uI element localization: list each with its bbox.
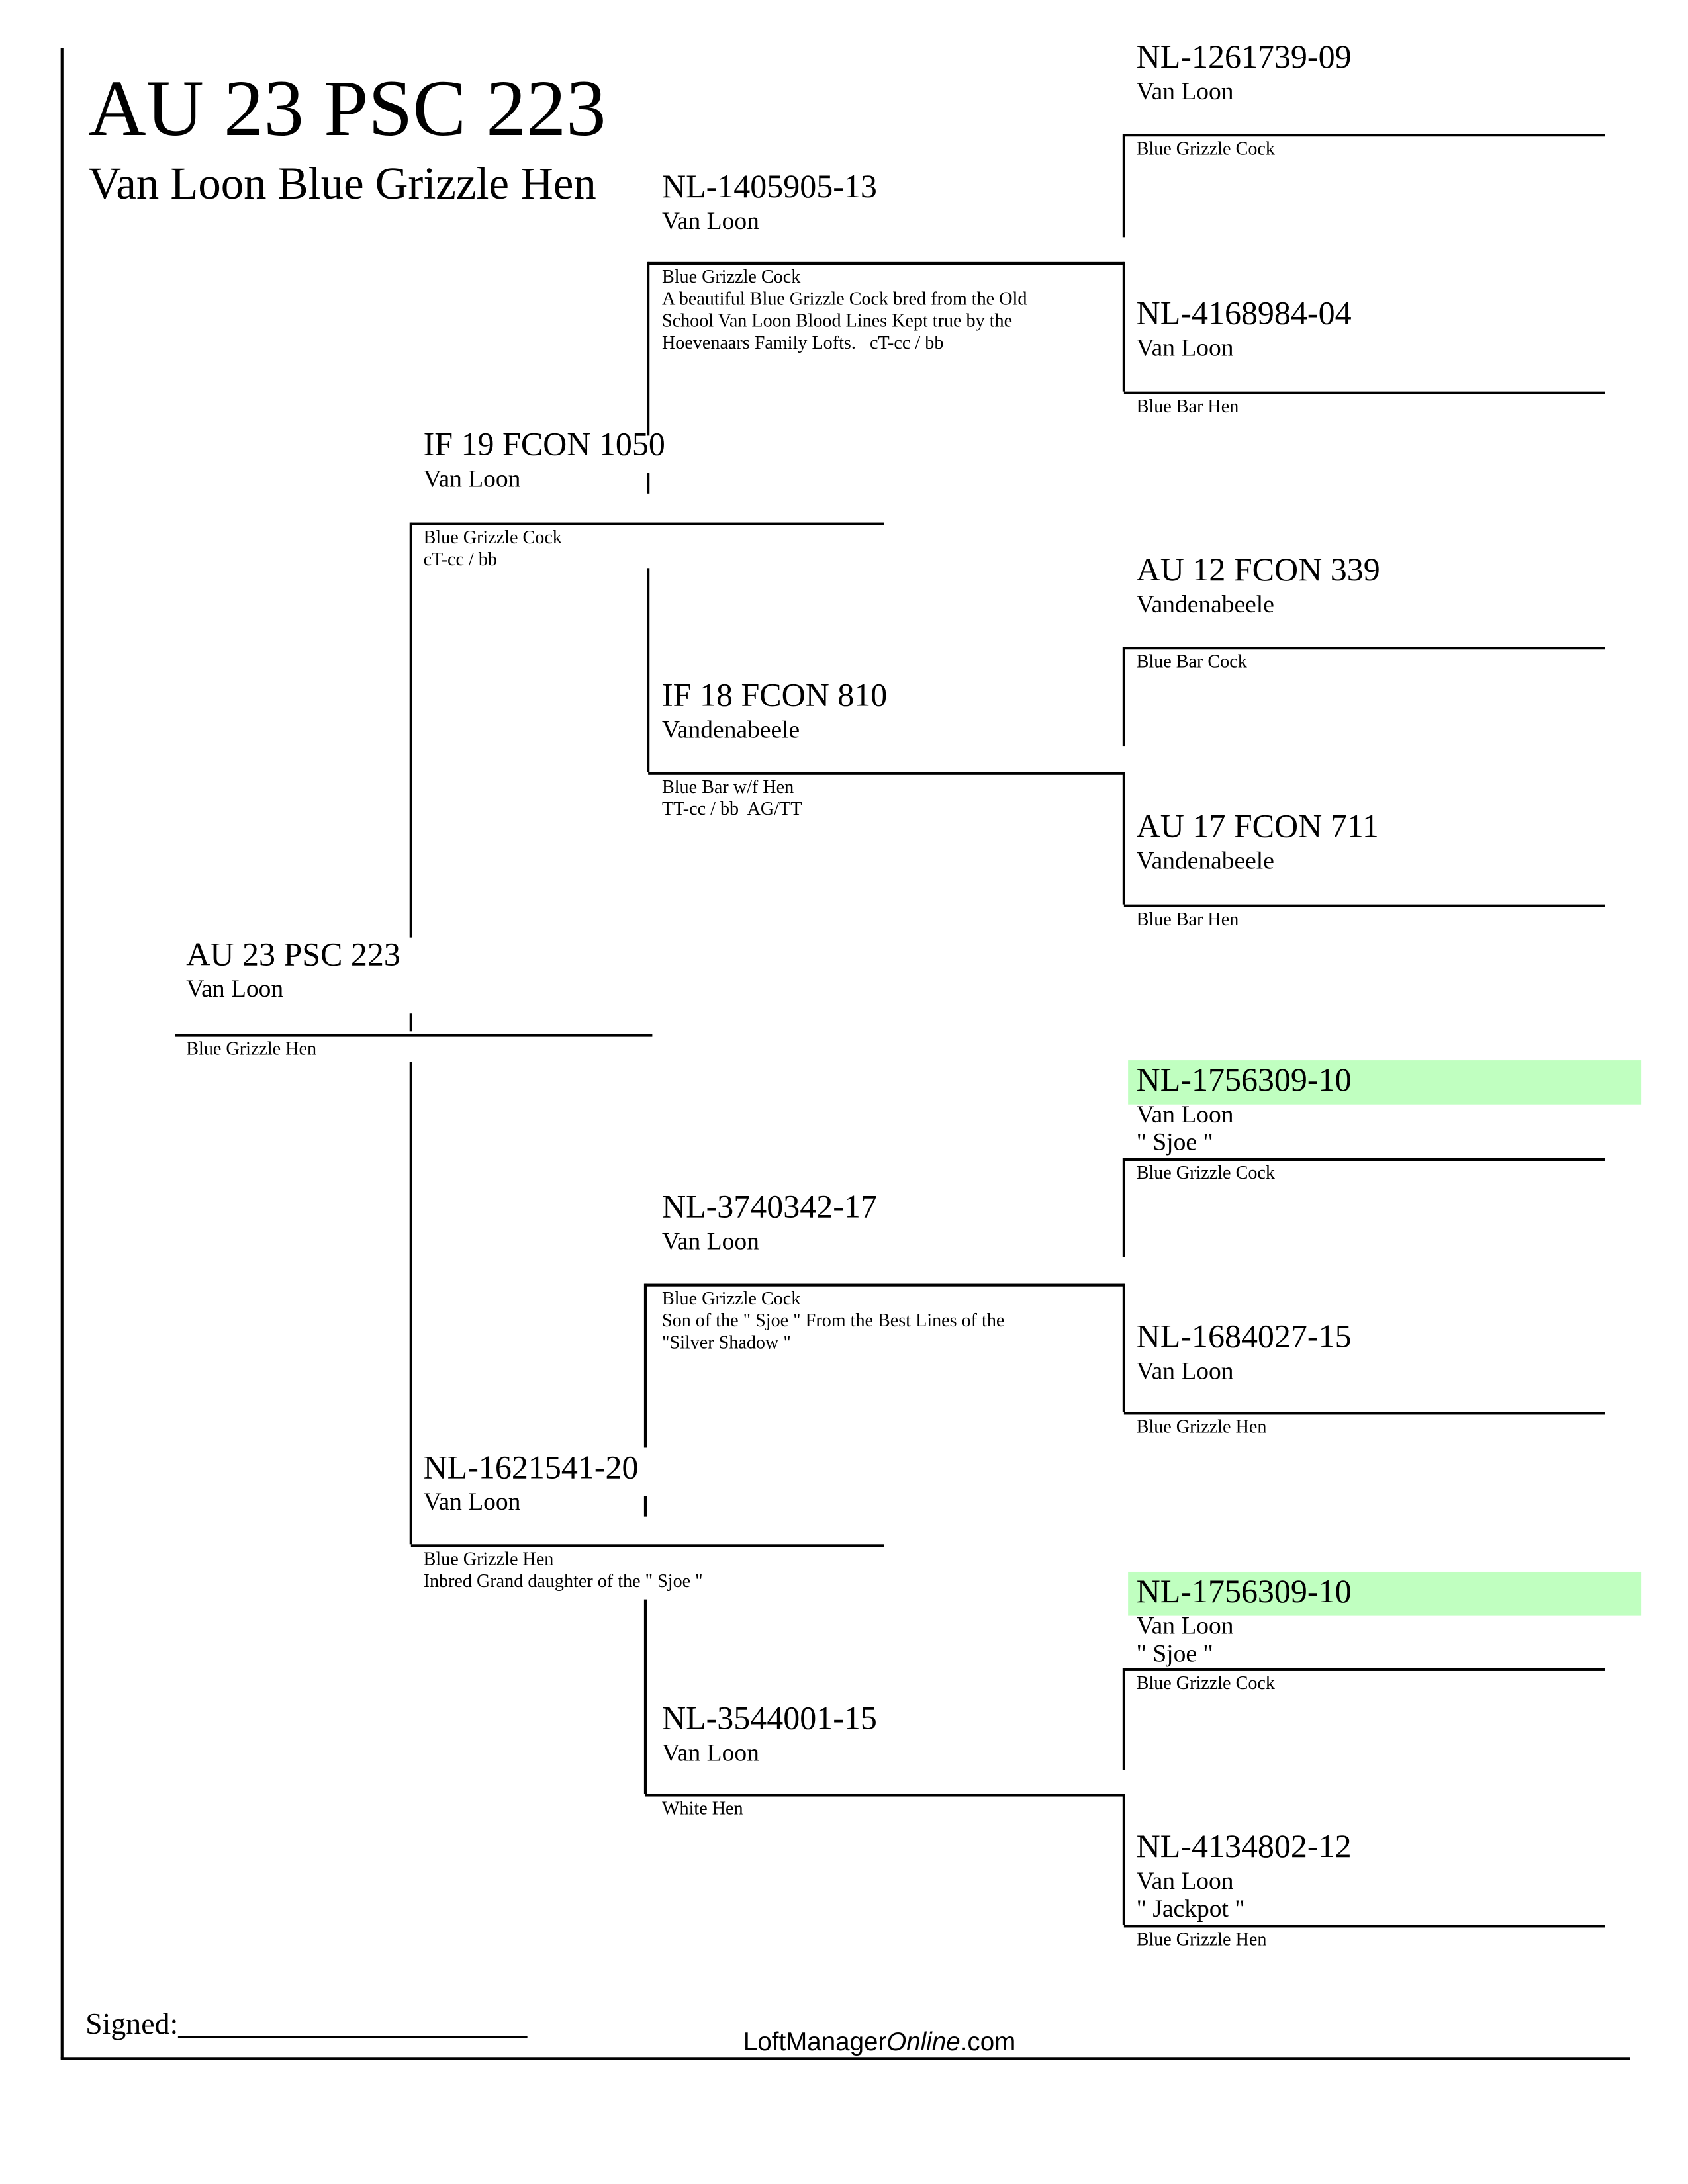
vertical-connector: [1122, 1283, 1125, 1412]
page-bottom-border: [60, 2057, 1630, 2060]
connector-line-sss: [1123, 134, 1605, 137]
breeder-name-ss: Van Loon: [661, 206, 759, 235]
nickname-dss: " Sjoe ": [1136, 1128, 1213, 1156]
breeder-name-sss: Van Loon: [1136, 77, 1234, 105]
ring-number-sire[interactable]: IF 19 FCON 1050: [423, 427, 665, 463]
connector-line-sds: [1123, 647, 1605, 650]
breeder-name-dd: Van Loon: [661, 1739, 759, 1766]
breeder-name-sds: Vandenabeele: [1136, 590, 1274, 618]
breeder-name-ddd: Van Loon: [1136, 1866, 1234, 1895]
page-subtitle: Van Loon Blue Grizzle Hen: [88, 159, 596, 210]
vertical-connector: [647, 261, 650, 436]
brand-suffix: .com: [960, 2026, 1016, 2056]
signature-line: Signed:_______________________: [85, 2006, 528, 2041]
ring-number-dds[interactable]: NL-1756309-10: [1136, 1574, 1352, 1611]
color-subject: Blue Grizzle Hen: [186, 1038, 317, 1059]
connector-line-sire: [410, 522, 884, 525]
color-dam: Blue Grizzle Hen: [423, 1548, 554, 1569]
color-dds: Blue Grizzle Cock: [1136, 1672, 1275, 1694]
color-ddd: Blue Grizzle Hen: [1136, 1929, 1267, 1950]
ring-number-dam[interactable]: NL-1621541-20: [423, 1450, 639, 1486]
ring-number-ss[interactable]: NL-1405905-13: [661, 169, 877, 206]
color-ssd: Blue Bar Hen: [1136, 395, 1239, 417]
breeder-name-sdd: Vandenabeele: [1136, 846, 1274, 874]
color-sire: Blue Grizzle Cock: [423, 526, 562, 548]
vertical-connector: [1122, 772, 1125, 905]
ring-number-ddd[interactable]: NL-4134802-12: [1136, 1829, 1352, 1866]
vertical-connector: [1122, 1158, 1125, 1257]
vertical-connector: [643, 1599, 647, 1794]
vertical-connector: [643, 1283, 647, 1448]
breeder-name-dds: Van Loon: [1136, 1612, 1234, 1640]
connector-line-ds: [645, 1283, 1124, 1287]
highlight-dds: [1128, 1571, 1642, 1616]
note-sire: cT-cc / bb: [423, 549, 497, 570]
breeder-name-dss: Van Loon: [1136, 1100, 1234, 1128]
breeder-name-dam: Van Loon: [423, 1487, 521, 1516]
note-sd: TT-cc / bb AG/TT: [661, 798, 802, 819]
ring-number-dss[interactable]: NL-1756309-10: [1136, 1063, 1352, 1099]
ring-number-ds[interactable]: NL-3740342-17: [661, 1189, 877, 1226]
vertical-connector: [409, 1013, 412, 1032]
ring-number-dsd[interactable]: NL-1684027-15: [1136, 1319, 1352, 1355]
ring-number-dd[interactable]: NL-3544001-15: [661, 1701, 877, 1737]
brand-italic: Online: [886, 2026, 961, 2056]
vertical-connector: [1122, 1794, 1125, 1925]
connector-line-dam: [410, 1544, 884, 1547]
color-dss: Blue Grizzle Cock: [1136, 1162, 1275, 1183]
breeder-name-ds: Van Loon: [661, 1227, 759, 1255]
connector-line-subject: [175, 1034, 653, 1037]
vertical-connector: [1122, 261, 1125, 392]
note-ss: A beautiful Blue Grizzle Cock bred from …: [661, 288, 1027, 353]
breeder-name-sire: Van Loon: [423, 465, 521, 492]
vertical-connector: [60, 48, 64, 2059]
nickname-dds: " Sjoe ": [1136, 1639, 1213, 1667]
ring-number-subject[interactable]: AU 23 PSC 223: [186, 937, 400, 974]
vertical-connector: [647, 568, 650, 772]
connector-line-dsd: [1123, 1412, 1605, 1415]
color-dsd: Blue Grizzle Hen: [1136, 1416, 1267, 1437]
vertical-connector: [409, 1062, 412, 1545]
color-ss: Blue Grizzle Cock: [661, 266, 801, 287]
breeder-name-dsd: Van Loon: [1136, 1356, 1234, 1385]
vertical-connector: [409, 522, 412, 938]
page-title: AU 23 PSC 223: [88, 63, 606, 154]
color-dd: White Hen: [661, 1797, 743, 1819]
vertical-connector: [643, 1496, 647, 1517]
highlight-dss: [1128, 1060, 1642, 1105]
connector-line-sdd: [1123, 904, 1605, 907]
color-ds: Blue Grizzle Cock: [661, 1287, 801, 1309]
note-ds: Son of the " Sjoe " From the Best Lines …: [661, 1310, 1005, 1353]
ring-number-ssd[interactable]: NL-4168984-04: [1136, 296, 1352, 333]
brand-prefix: LoftManager: [743, 2026, 887, 2056]
ring-number-sdd[interactable]: AU 17 FCON 711: [1136, 809, 1379, 846]
connector-line-ddd: [1123, 1925, 1605, 1928]
breeder-name-sd: Vandenabeele: [661, 715, 800, 743]
connector-line-dd: [645, 1794, 1124, 1797]
vertical-connector: [647, 473, 650, 494]
connector-line-ssd: [1123, 391, 1605, 394]
vertical-connector: [1122, 134, 1125, 238]
ring-number-sd[interactable]: IF 18 FCON 810: [661, 678, 888, 715]
ring-number-sds[interactable]: AU 12 FCON 339: [1136, 553, 1380, 589]
breeder-name-ssd: Van Loon: [1136, 334, 1234, 361]
vertical-connector: [1122, 647, 1125, 747]
color-sss: Blue Grizzle Cock: [1136, 138, 1275, 159]
connector-line-ss: [648, 261, 1124, 265]
breeder-name-subject: Van Loon: [186, 974, 284, 1003]
connector-line-sd: [648, 772, 1124, 775]
note-dam: Inbred Grand daughter of the " Sjoe ": [423, 1570, 703, 1592]
connector-line-dss: [1123, 1158, 1605, 1161]
connector-line-dds: [1123, 1668, 1605, 1671]
ring-number-sss[interactable]: NL-1261739-09: [1136, 40, 1352, 76]
vertical-connector: [1122, 1668, 1125, 1770]
color-sd: Blue Bar w/f Hen: [661, 776, 794, 797]
brand-footer: LoftManagerOnline.com: [743, 2028, 1015, 2056]
nickname-ddd: " Jackpot ": [1136, 1894, 1245, 1923]
color-sdd: Blue Bar Hen: [1136, 908, 1239, 930]
color-sds: Blue Bar Cock: [1136, 651, 1247, 672]
